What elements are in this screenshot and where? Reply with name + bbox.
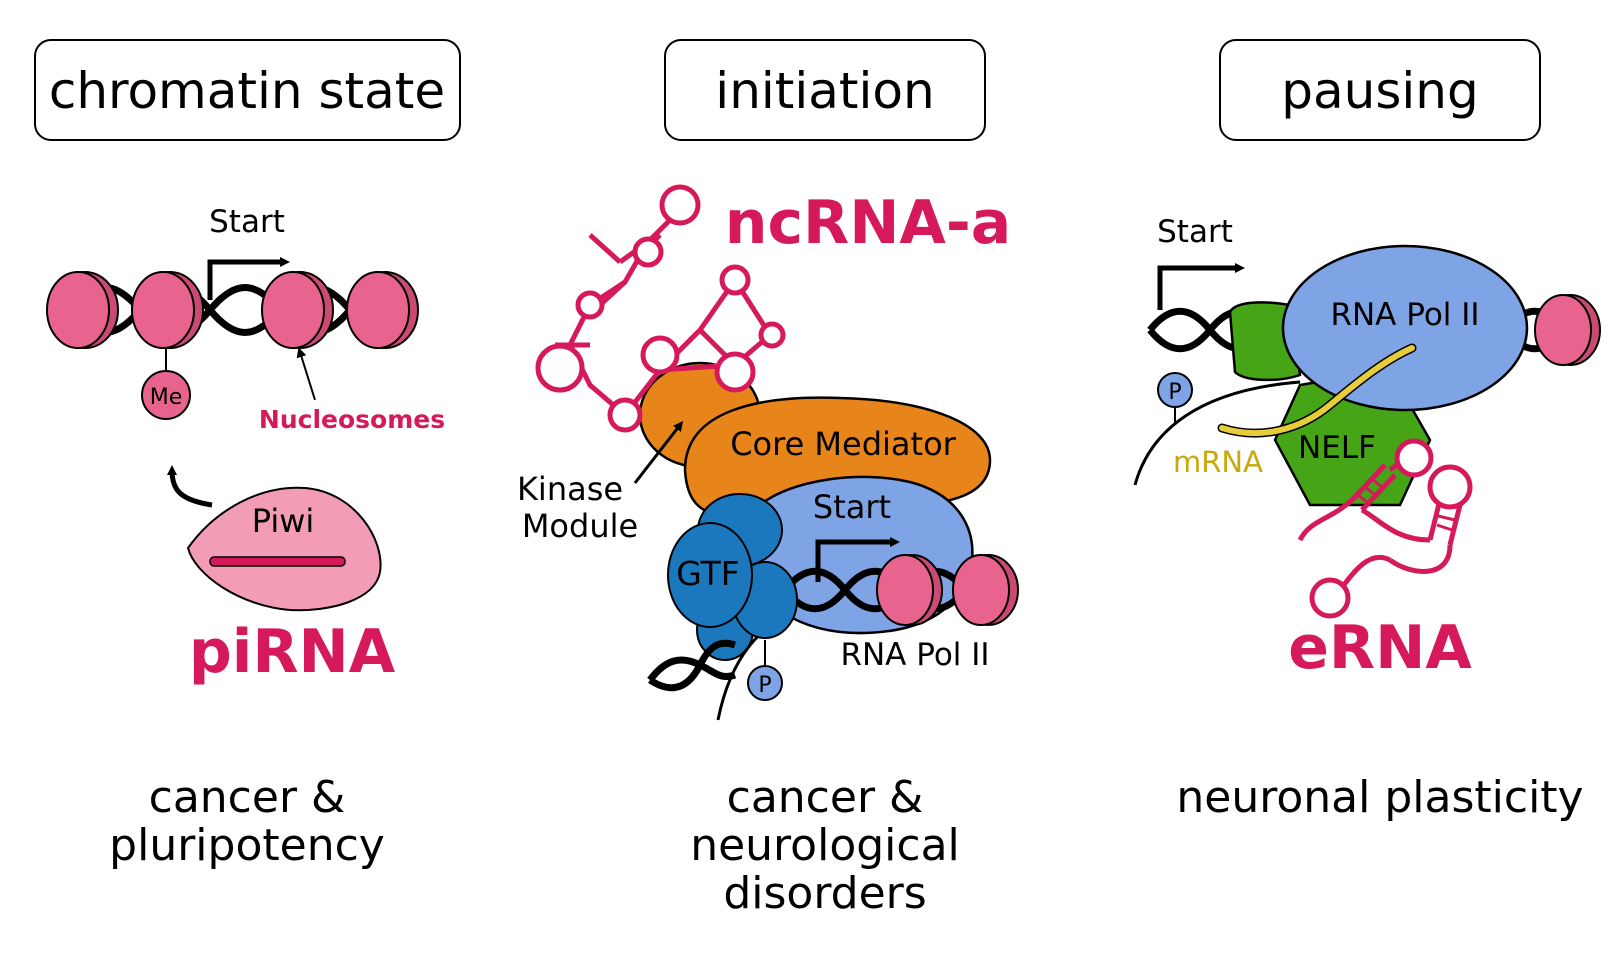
header-chromatin-state: chromatin state — [49, 62, 445, 120]
core-mediator-label: Core Mediator — [730, 425, 956, 463]
nucleosome — [876, 554, 943, 626]
dna-helix-3 — [647, 639, 737, 692]
piwi-protein — [186, 486, 382, 612]
nucleosome — [46, 271, 119, 349]
panel-pausing: pausing Start NELF RNA Pol II mRNA — [1133, 39, 1601, 823]
footer-initiation-line-1: cancer & — [727, 772, 924, 823]
erna-loops — [1309, 438, 1473, 619]
p-label-pausing: P — [1168, 380, 1181, 405]
phospho-mark — [747, 665, 783, 701]
header-box-initiation — [664, 39, 986, 141]
phospho-mark-pausing — [1157, 372, 1193, 408]
polII-label-pausing: RNA Pol II — [1330, 297, 1479, 333]
nucleosome — [952, 554, 1019, 626]
start-label-initiation: Start — [813, 488, 891, 526]
kinase-label-1: Kinase — [517, 470, 623, 508]
header-box-chromatin — [34, 39, 461, 141]
gtf-label: GTF — [676, 554, 740, 593]
nucleosome-pointer-icon — [296, 347, 316, 401]
mrna-label: mRNA — [1173, 445, 1263, 479]
methyl-mark — [141, 370, 191, 420]
start-arrow-pausing-icon — [1157, 263, 1245, 310]
erna-structure — [1297, 453, 1463, 592]
footer-pausing-line-1: neuronal plasticity — [1176, 772, 1583, 823]
pirna-label: piRNA — [189, 617, 396, 687]
ncrna-a-loops — [535, 184, 786, 433]
nucleosome — [1534, 294, 1601, 366]
pirna-strand — [209, 556, 346, 567]
erna-rungs — [1357, 477, 1456, 532]
kinase-pointer-icon — [633, 421, 684, 484]
gtf-complex — [667, 493, 798, 661]
footer-initiation-line-2: neurological — [690, 820, 960, 871]
ncrna-a-label: ncRNA-a — [725, 188, 1012, 258]
nucleosomes-label: Nucleosomes — [259, 405, 445, 434]
start-label: Start — [209, 204, 285, 240]
start-arrow-icon — [207, 257, 290, 300]
footer-chromatin-line-2: pluripotency — [109, 820, 385, 871]
nucleosome — [131, 271, 204, 349]
me-label: Me — [150, 385, 183, 410]
polII-label-initiation: RNA Pol II — [840, 637, 989, 673]
panel-initiation: initiation ncRNA-a P Core Mediator Start — [517, 39, 1019, 919]
header-pausing: pausing — [1281, 62, 1478, 120]
start-label-pausing: Start — [1157, 214, 1233, 250]
erna-label: eRNA — [1288, 613, 1472, 683]
piwi-label: Piwi — [252, 502, 315, 540]
nucleosome — [346, 271, 419, 349]
ctd-curve — [1133, 380, 1301, 486]
p-label-initiation: P — [758, 673, 771, 698]
kinase-label-2: Module — [522, 507, 638, 545]
nucleosome — [261, 271, 334, 349]
rna-pol-ii-pausing — [1281, 244, 1529, 412]
header-box-pausing — [1219, 39, 1541, 141]
footer-initiation-line-3: disorders — [723, 868, 926, 919]
curved-arrow-icon — [167, 465, 213, 508]
panel-chromatin-state: chromatin state Start Me — [34, 39, 461, 871]
footer-chromatin-line-1: cancer & — [149, 772, 346, 823]
nelf-label: NELF — [1298, 430, 1376, 466]
header-initiation: initiation — [715, 62, 934, 120]
